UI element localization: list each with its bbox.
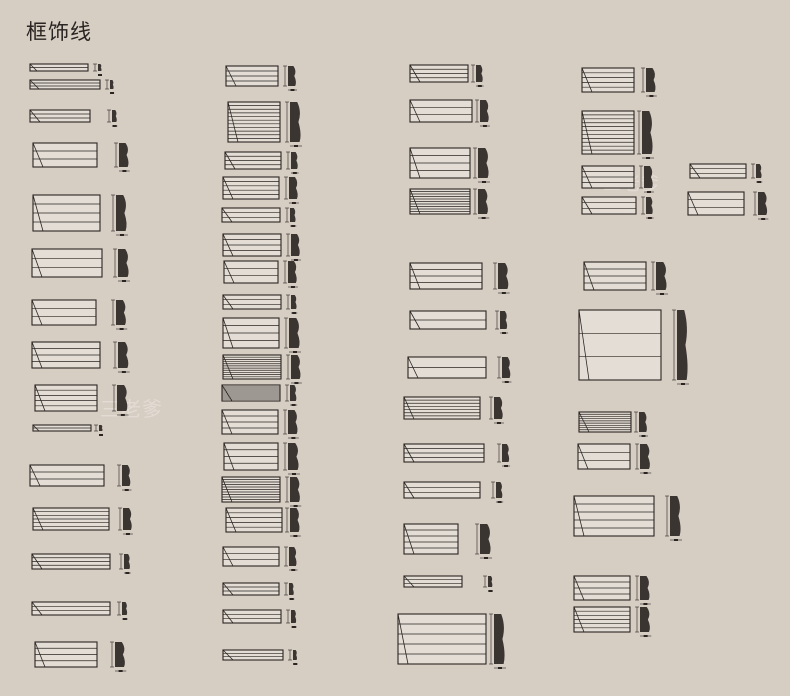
molding-item-13 bbox=[31, 601, 128, 620]
molding-item-35 bbox=[409, 99, 490, 127]
molding-item-40 bbox=[407, 356, 512, 383]
molding-item-28 bbox=[221, 476, 302, 507]
molding-item-24 bbox=[222, 354, 302, 384]
molding-item-47 bbox=[581, 67, 657, 97]
molding-item-29 bbox=[225, 507, 301, 537]
molding-item-10 bbox=[29, 464, 132, 491]
molding-item-57 bbox=[573, 495, 682, 541]
molding-item-52 bbox=[687, 191, 769, 220]
molding-item-50 bbox=[581, 196, 654, 219]
molding-item-51 bbox=[689, 163, 763, 183]
molding-item-8 bbox=[34, 384, 129, 416]
molding-item-7 bbox=[31, 341, 130, 373]
molding-item-30 bbox=[222, 546, 298, 571]
molding-item-45 bbox=[403, 575, 493, 592]
molding-item-55 bbox=[578, 411, 648, 437]
molding-item-38 bbox=[409, 262, 510, 294]
molding-item-23 bbox=[222, 317, 301, 353]
molding-item-18 bbox=[222, 176, 299, 204]
molding-item-1 bbox=[29, 79, 115, 94]
molding-item-11 bbox=[32, 507, 133, 535]
molding-item-22 bbox=[222, 294, 298, 314]
molding-item-36 bbox=[409, 147, 490, 183]
molding-item-14 bbox=[34, 641, 127, 672]
molding-item-44 bbox=[403, 523, 492, 559]
molding-item-33 bbox=[222, 649, 298, 665]
molding-item-37 bbox=[409, 188, 490, 219]
molding-item-53 bbox=[583, 261, 668, 295]
molding-item-0 bbox=[29, 63, 102, 76]
molding-item-2 bbox=[29, 109, 118, 127]
molding-item-4 bbox=[32, 194, 128, 236]
molding-item-15 bbox=[225, 65, 297, 91]
molding-item-25 bbox=[221, 384, 298, 406]
molding-item-59 bbox=[573, 606, 652, 637]
molding-item-27 bbox=[223, 442, 300, 475]
page-title: 框饰线 bbox=[26, 20, 92, 44]
molding-item-42 bbox=[403, 443, 511, 467]
molding-item-46 bbox=[397, 613, 506, 669]
molding-item-19 bbox=[221, 207, 297, 227]
molding-item-39 bbox=[409, 310, 509, 334]
molding-item-9 bbox=[32, 424, 103, 436]
molding-item-41 bbox=[403, 396, 504, 424]
molding-item-3 bbox=[32, 142, 130, 172]
molding-item-58 bbox=[573, 575, 651, 605]
molding-item-26 bbox=[221, 409, 299, 439]
molding-item-21 bbox=[223, 260, 298, 288]
molding-item-48 bbox=[581, 110, 654, 159]
molding-item-56 bbox=[577, 443, 652, 474]
molding-item-49 bbox=[581, 165, 654, 193]
molding-item-20 bbox=[222, 233, 301, 261]
molding-item-31 bbox=[222, 582, 295, 600]
watermark: 三老爹 bbox=[100, 397, 163, 421]
molding-item-43 bbox=[403, 481, 504, 503]
molding-item-32 bbox=[222, 609, 297, 628]
molding-item-16 bbox=[227, 101, 302, 147]
molding-item-12 bbox=[31, 553, 131, 574]
molding-item-17 bbox=[224, 151, 299, 174]
molding-item-5 bbox=[31, 248, 130, 282]
molding-item-34 bbox=[409, 64, 484, 87]
molding-item-6 bbox=[31, 299, 128, 330]
molding-item-54 bbox=[578, 309, 689, 385]
